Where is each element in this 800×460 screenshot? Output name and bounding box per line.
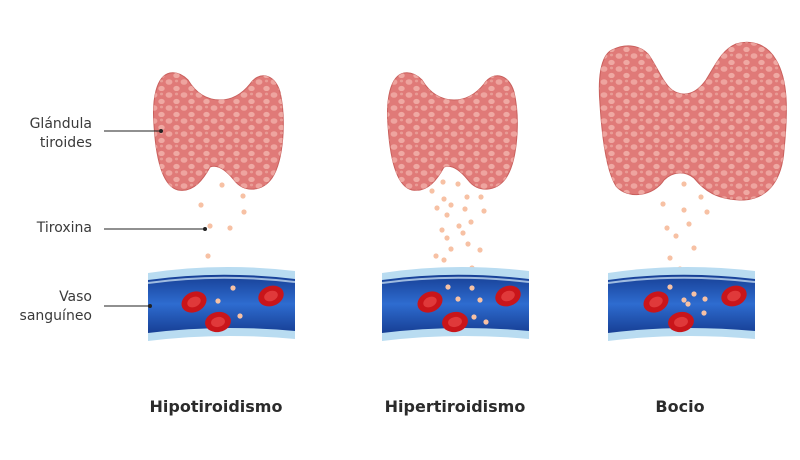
- thyroxine-dot: [241, 209, 247, 215]
- thyroxine-dot: [237, 313, 243, 319]
- thyroxine-dot: [477, 297, 483, 303]
- thyroxine-dot: [664, 225, 670, 231]
- label-thyroid-gland: Glándula tiroides: [0, 115, 92, 153]
- thyroxine-dot: [448, 246, 454, 252]
- red-blood-cell: [181, 291, 207, 313]
- red-blood-cell: [668, 311, 694, 333]
- thyroxine-dot: [445, 284, 451, 290]
- thyroxine-dot: [691, 245, 697, 251]
- thyroid-gland: [153, 72, 284, 191]
- thyroxine-dot: [439, 227, 445, 233]
- thyroxine-dot: [483, 319, 489, 325]
- red-blood-cell: [442, 311, 468, 333]
- thyroxine-in-blood: [215, 285, 243, 319]
- red-blood-cell: [205, 311, 231, 333]
- thyroxine-dot: [702, 296, 708, 302]
- thyroxine-dot: [667, 284, 673, 290]
- thyroxine-dot: [477, 247, 483, 253]
- thyroxine-dot: [704, 209, 710, 215]
- thyroxine-dot: [433, 253, 439, 259]
- thyroxine-dot: [440, 179, 446, 185]
- blood-vessel: [381, 266, 530, 341]
- red-blood-cell: [258, 285, 284, 307]
- label-thyroxine: Tiroxina: [36, 220, 92, 236]
- thyroxine-dot: [469, 285, 475, 291]
- thyroxine-dot: [698, 194, 704, 200]
- caption-hypothyroidism: Hipotiroidismo: [149, 397, 283, 416]
- leader-gland: [104, 129, 163, 133]
- red-blood-cells: [417, 285, 521, 333]
- thyroxine-dot: [667, 255, 673, 261]
- thyroxine-dot: [456, 223, 462, 229]
- panel-goiter: [598, 41, 787, 341]
- thyroxine-dot: [455, 181, 461, 187]
- thyroxine-dot: [448, 202, 454, 208]
- thyroxine-dot: [429, 188, 435, 194]
- label-line-2: tiroides: [39, 135, 92, 151]
- thyroxine-dot: [460, 230, 466, 236]
- caption-hyperthyroidism: Hipertiroidismo: [384, 397, 526, 416]
- thyroxine-dot: [686, 221, 692, 227]
- thyroxine-dot: [481, 208, 487, 214]
- thyroxine-dot: [441, 257, 447, 263]
- caption-goiter: Bocio: [655, 397, 705, 416]
- thyroxine-dots: [660, 181, 710, 280]
- thyroxine-in-blood: [667, 284, 708, 316]
- thyroxine-dot: [444, 235, 450, 241]
- thyroxine-dot: [468, 219, 474, 225]
- label-line-1: Glándula: [29, 116, 92, 132]
- thyroxine-dot: [673, 233, 679, 239]
- thyroxine-dot: [681, 297, 687, 303]
- thyroxine-dot: [464, 194, 470, 200]
- red-blood-cell: [417, 291, 443, 313]
- thyroxine-dot: [230, 285, 236, 291]
- thyroxine-dot: [205, 253, 211, 259]
- red-blood-cell: [643, 291, 669, 313]
- red-blood-cell: [495, 285, 521, 307]
- leader-vessel: [104, 304, 152, 308]
- thyroxine-dot: [701, 310, 707, 316]
- red-blood-cell: [721, 285, 747, 307]
- leader-thyroxine: [104, 227, 207, 231]
- blood-vessel: [607, 266, 756, 341]
- thyroxine-dot: [681, 181, 687, 187]
- thyroxine-dot: [455, 296, 461, 302]
- thyroxine-dot: [227, 225, 233, 231]
- blood-vessel: [147, 266, 296, 341]
- thyroxine-dot: [685, 301, 691, 307]
- red-blood-cells: [181, 285, 284, 333]
- thyroxine-dot: [441, 196, 447, 202]
- thyroxine-dot: [465, 241, 471, 247]
- thyroxine-dot: [215, 298, 221, 304]
- thyroid-gland: [598, 41, 787, 201]
- thyroxine-dot: [660, 201, 666, 207]
- thyroid-gland: [387, 72, 518, 191]
- thyroxine-dot: [471, 314, 477, 320]
- thyroxine-dot: [444, 212, 450, 218]
- thyroxine-dot: [198, 202, 204, 208]
- label-blood-vessel: Vaso sanguíneo: [0, 288, 92, 326]
- thyroxine-dot: [219, 182, 225, 188]
- thyroxine-dot: [207, 223, 213, 229]
- red-blood-cells: [643, 285, 747, 333]
- thyroxine-dot: [681, 207, 687, 213]
- label-line-1: Vaso: [59, 289, 92, 305]
- thyroxine-dot: [434, 205, 440, 211]
- thyroxine-dot: [240, 193, 246, 199]
- thyroxine-dot: [691, 291, 697, 297]
- thyroxine-dot: [462, 206, 468, 212]
- panel-hyperthyroidism: [381, 72, 530, 341]
- panel-hypothyroidism: [147, 72, 296, 341]
- label-line-2: sanguíneo: [19, 308, 92, 324]
- thyroxine-dot: [478, 194, 484, 200]
- thyroxine-in-blood: [445, 284, 489, 325]
